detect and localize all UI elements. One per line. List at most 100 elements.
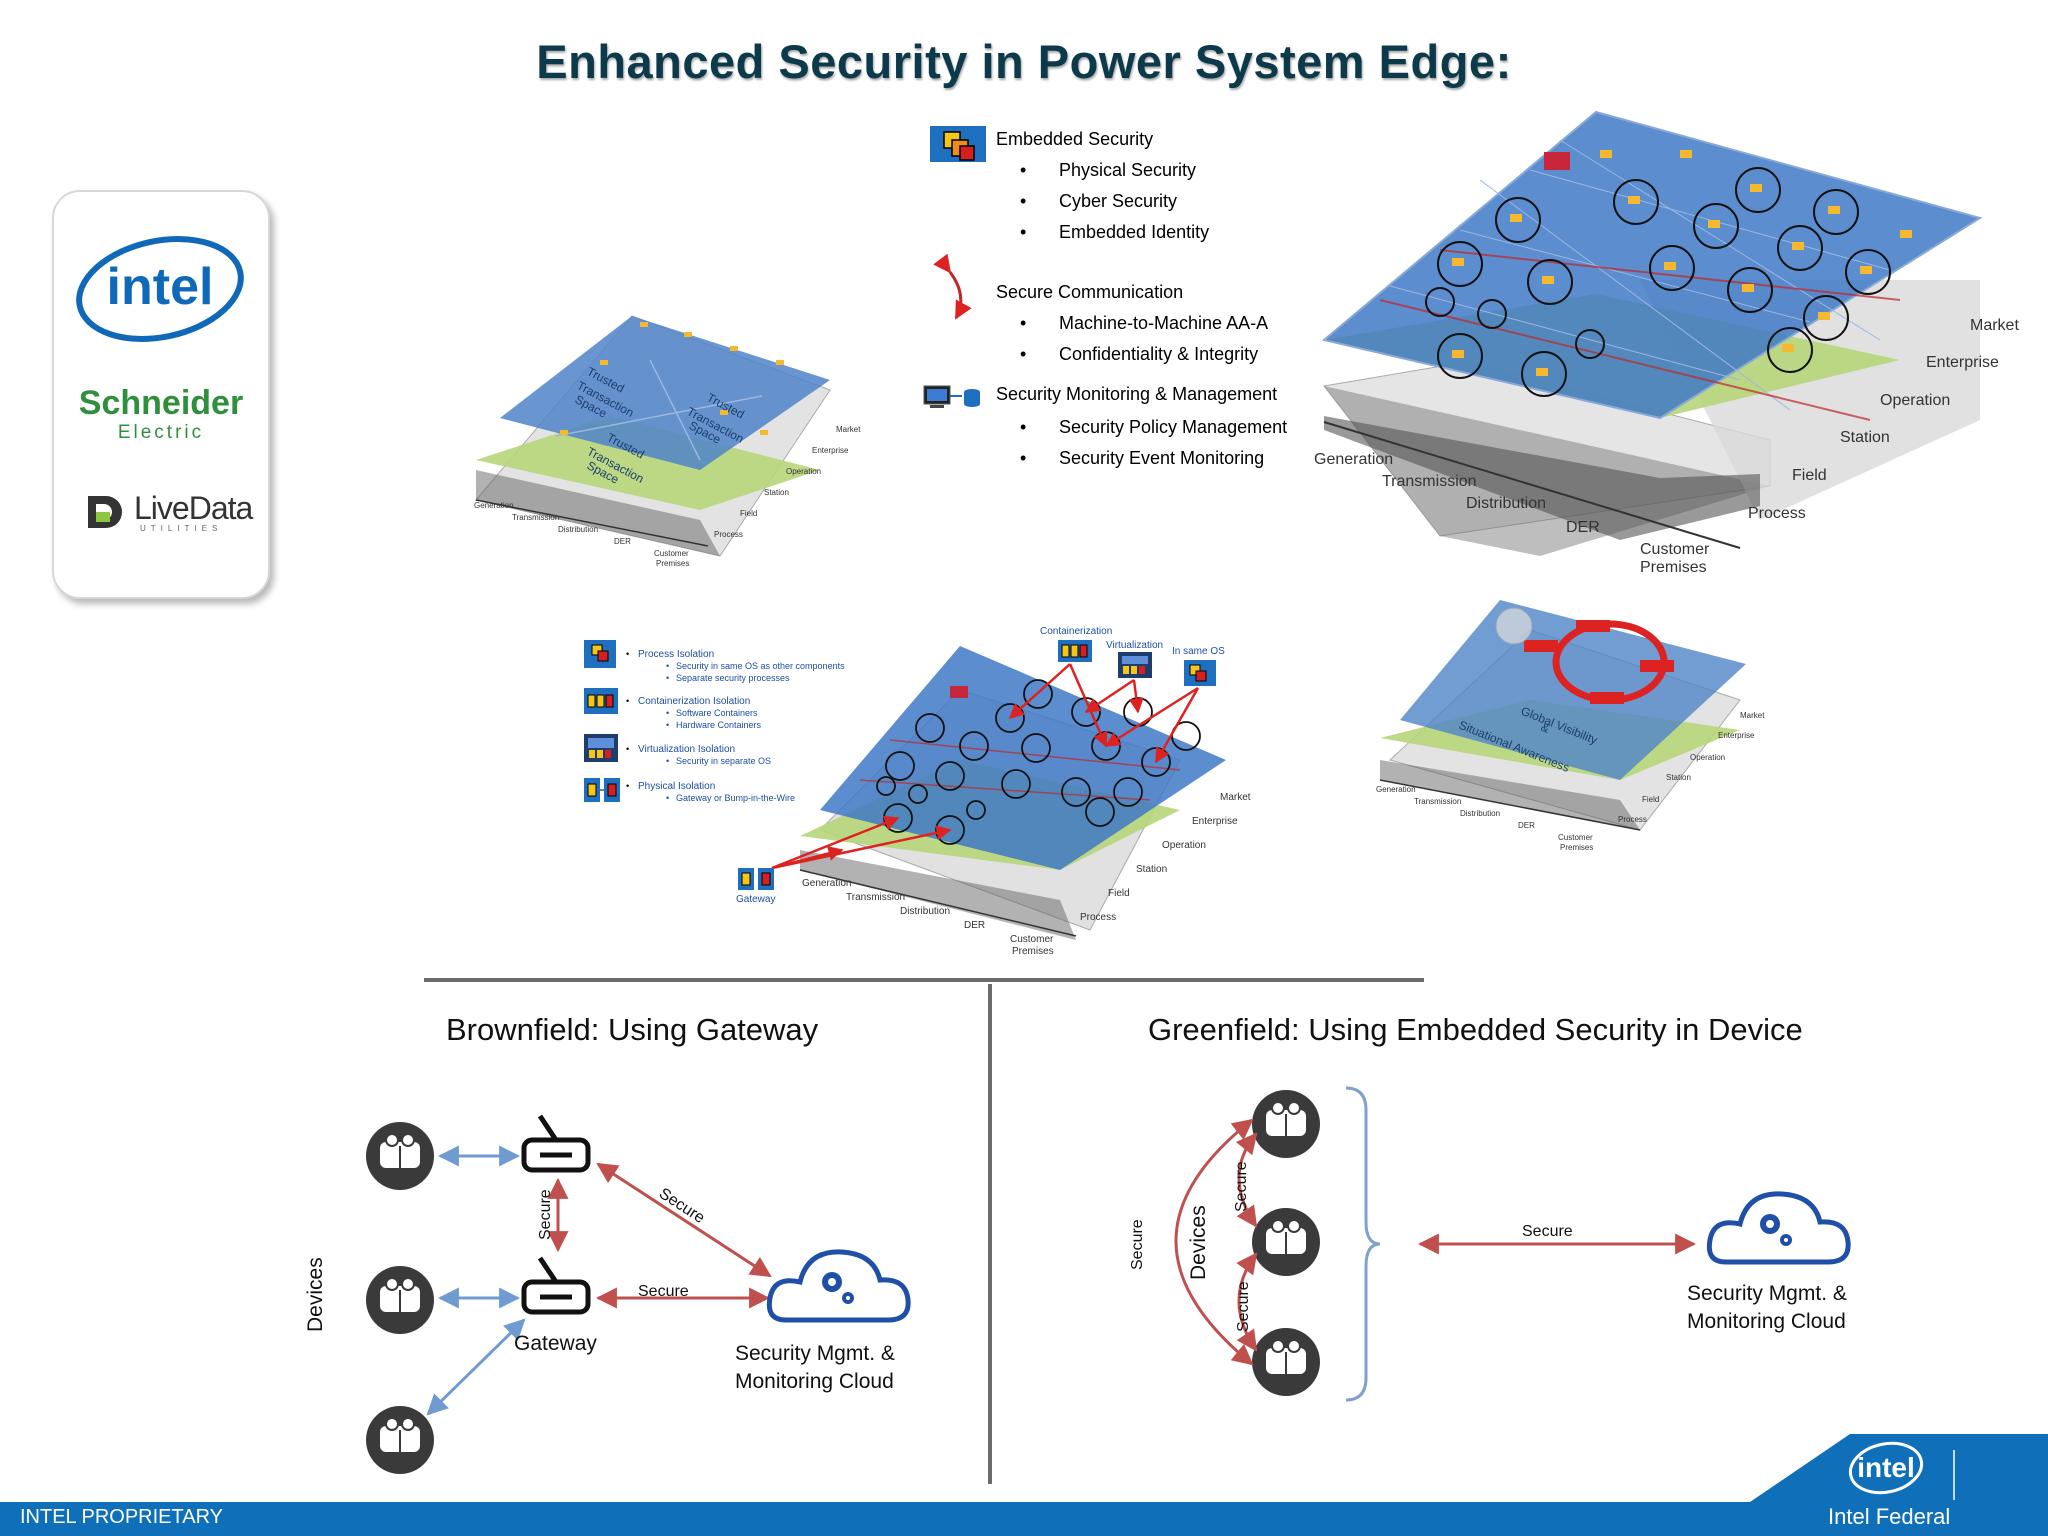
- device-icon-3: [366, 1406, 434, 1474]
- mid-label-gateway: Gateway: [736, 894, 775, 905]
- iso-process-title: Process Isolation: [638, 649, 714, 660]
- gateway-label: Gateway: [514, 1332, 597, 1355]
- svg-text:•: •: [1020, 417, 1026, 437]
- section-divider-horizontal: [424, 978, 1424, 982]
- tl-layer-station: Station: [764, 488, 789, 497]
- schneider-logo-sub: Electric: [117, 422, 205, 443]
- rg-domain-distribution: Distribution: [1460, 809, 1500, 818]
- isolation-grid: Containerization Virtualization In same …: [736, 626, 1251, 957]
- brownfield-heading: Brownfield: Using Gateway: [446, 1012, 819, 1047]
- tl-layer-enterprise: Enterprise: [812, 446, 849, 455]
- tl-layer-process: Process: [714, 530, 743, 539]
- legend-m2m: Machine-to-Machine AA-A: [1059, 313, 1268, 333]
- greenfield-devices-label: Devices: [1187, 1205, 1210, 1280]
- footer-org: Intel Federal: [1828, 1504, 1951, 1529]
- iso-container-item-2: Hardware Containers: [676, 720, 762, 730]
- svg-text:•: •: [1020, 344, 1026, 364]
- footer-accent: [1750, 1434, 2048, 1502]
- mid-layer-operation: Operation: [1162, 840, 1206, 851]
- legend-cyber-security: Cyber Security: [1059, 191, 1177, 211]
- mid-domain-distribution: Distribution: [900, 906, 950, 917]
- svg-text:•: •: [626, 781, 629, 791]
- legend-physical-security: Physical Security: [1059, 160, 1196, 180]
- rg-layer-operation: Operation: [1690, 753, 1725, 762]
- global-visibility-grid: Global Visibility & Situational Awarenes…: [1376, 600, 1765, 852]
- iso-physical-title: Physical Isolation: [638, 781, 715, 792]
- mid-label-virtualization: Virtualization: [1106, 640, 1163, 651]
- svg-text:•: •: [666, 720, 669, 730]
- device-icon-2: [366, 1266, 434, 1334]
- greenfield-device-icon-3: [1252, 1328, 1320, 1396]
- monitoring-title: Security Monitoring & Management: [996, 384, 1277, 404]
- large-security-grid: Market Enterprise Operation Station Fiel…: [1314, 110, 2019, 576]
- tl-domain-customer: Customer: [654, 549, 689, 558]
- greenfield-device-icon-2: [1252, 1208, 1320, 1276]
- large-layer-market: Market: [1970, 317, 2019, 334]
- tl-domain-generation: Generation: [474, 501, 514, 510]
- iso-physical-item-1: Gateway or Bump-in-the-Wire: [676, 793, 795, 803]
- brownfield-diagram: Devices Gateway Secure Secure Secure Sec…: [304, 1114, 911, 1474]
- intel-logo-text: intel: [107, 258, 214, 316]
- brownfield-devices-label: Devices: [304, 1257, 327, 1332]
- large-domain-der: DER: [1566, 519, 1600, 536]
- mid-layer-enterprise: Enterprise: [1192, 816, 1238, 827]
- intel-logo: intel: [76, 236, 244, 342]
- mid-label-in-same-os: In same OS: [1172, 646, 1225, 657]
- rg-domain-der: DER: [1518, 821, 1535, 830]
- livedata-logo-icon: [88, 496, 122, 528]
- secure-communication-icon: [933, 253, 972, 320]
- large-domain-transmission: Transmission: [1382, 473, 1477, 490]
- greenfield-device-icon-1: [1252, 1090, 1320, 1158]
- mid-domain-premises: Premises: [1012, 946, 1054, 957]
- page-title: Enhanced Security in Power System Edge:: [536, 35, 1512, 88]
- large-layer-process: Process: [1748, 505, 1806, 522]
- rg-domain-generation: Generation: [1376, 785, 1416, 794]
- tl-layer-field: Field: [740, 509, 757, 518]
- mid-layer-process: Process: [1080, 912, 1116, 923]
- iso-container-title: Containerization Isolation: [638, 696, 750, 707]
- greenfield-secure-bottom: Secure: [1235, 1281, 1252, 1332]
- large-domain-distribution: Distribution: [1466, 495, 1546, 512]
- livedata-logo-sub: UTILITIES: [140, 524, 223, 533]
- svg-text:•: •: [1020, 313, 1026, 333]
- gateway-icon-1: [521, 1114, 591, 1173]
- greenfield-secure-outer: Secure: [1129, 1219, 1146, 1270]
- large-layer-station: Station: [1840, 429, 1890, 446]
- svg-text:•: •: [626, 696, 629, 706]
- tl-domain-distribution: Distribution: [558, 525, 598, 534]
- greenfield-secure-horizontal: Secure: [1522, 1223, 1573, 1240]
- rg-layer-field: Field: [1642, 795, 1659, 804]
- iso-container-item-1: Software Containers: [676, 708, 758, 718]
- large-layer-field: Field: [1792, 467, 1827, 484]
- tl-layer-operation: Operation: [786, 467, 821, 476]
- mid-domain-generation: Generation: [802, 878, 851, 889]
- legend-policy-mgmt: Security Policy Management: [1059, 417, 1287, 437]
- svg-text:•: •: [626, 744, 629, 754]
- monitoring-icon: [923, 385, 980, 408]
- tl-layer-market: Market: [836, 425, 861, 434]
- svg-text:•: •: [666, 708, 669, 718]
- iso-virtual-item-1: Security in separate OS: [676, 756, 771, 766]
- mid-layer-field: Field: [1108, 888, 1130, 899]
- svg-text:•: •: [1020, 222, 1026, 242]
- rg-domain-customer: Customer: [1558, 833, 1593, 842]
- secure-communication-title: Secure Communication: [996, 282, 1183, 302]
- mid-label-containerization: Containerization: [1040, 626, 1112, 637]
- embedded-security-icon: [930, 126, 986, 162]
- tl-domain-der: DER: [614, 537, 631, 546]
- isolation-legend: • Process Isolation • Security in same O…: [584, 640, 845, 803]
- trusted-transaction-grid: Trusted Transaction Space Trusted Transa…: [474, 315, 861, 568]
- brownfield-cloud-label-1: Security Mgmt. &: [735, 1342, 895, 1365]
- svg-text:•: •: [1020, 191, 1026, 211]
- brownfield-secure-horizontal: Secure: [638, 1283, 689, 1300]
- greenfield-cloud-label-1: Security Mgmt. &: [1687, 1282, 1847, 1305]
- large-domain-premises: Premises: [1640, 559, 1707, 576]
- footer-bar: [0, 1502, 2048, 1536]
- footer-intel-logo-text: intel: [1857, 1452, 1915, 1483]
- legend-event-monitoring: Security Event Monitoring: [1059, 448, 1264, 468]
- mid-layer-station: Station: [1136, 864, 1167, 875]
- mid-domain-der: DER: [964, 920, 985, 931]
- rg-layer-station: Station: [1666, 773, 1691, 782]
- rg-layer-process: Process: [1618, 815, 1647, 824]
